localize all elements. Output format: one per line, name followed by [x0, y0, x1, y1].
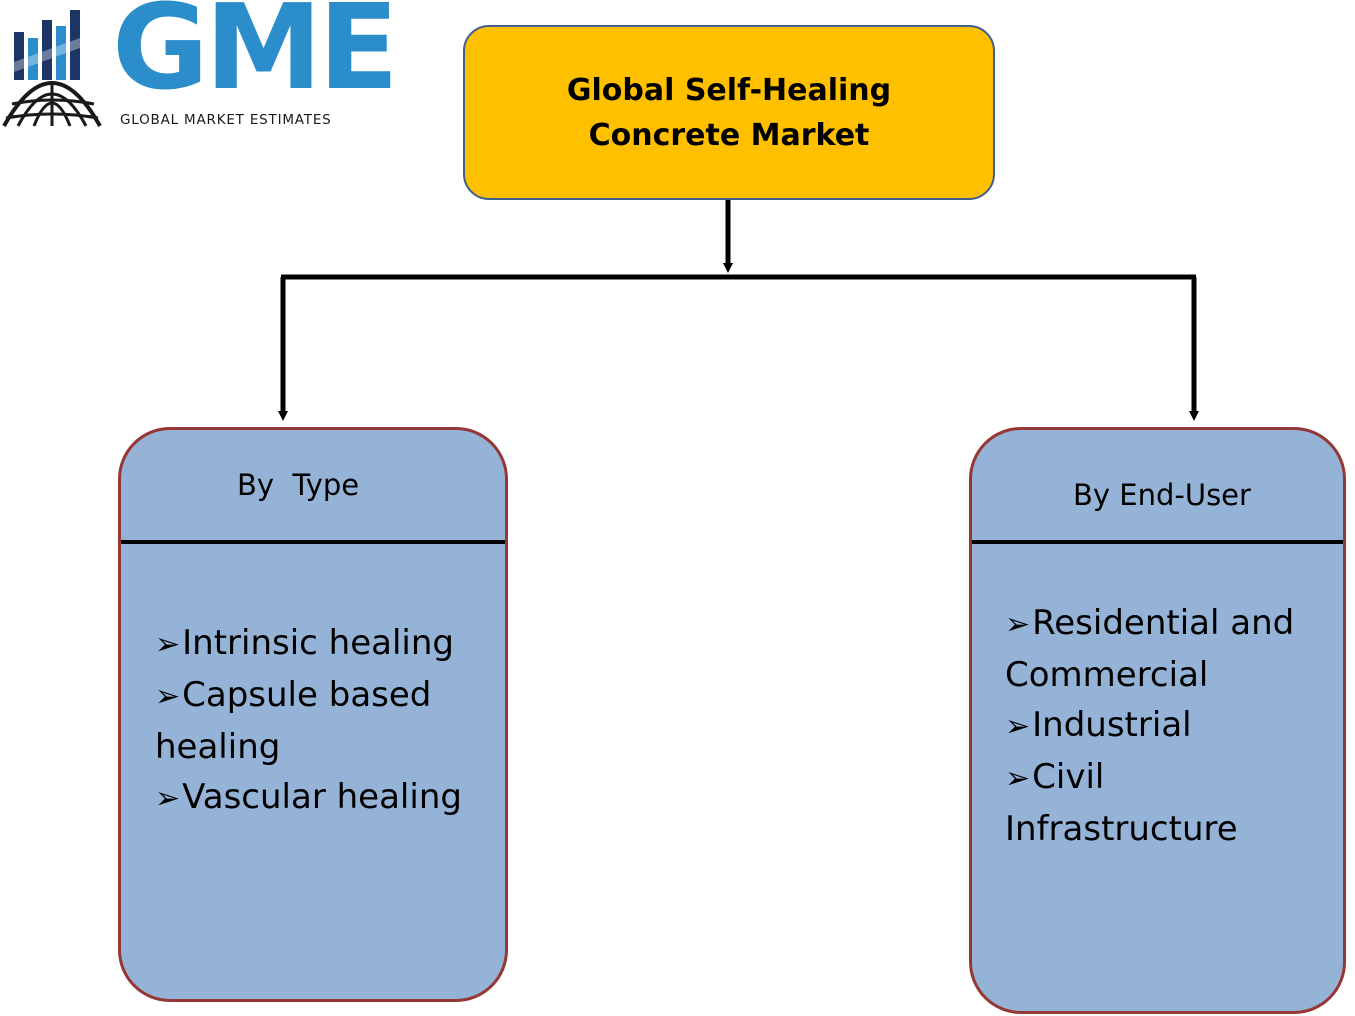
- list-item: ➢Capsule based healing: [155, 675, 432, 767]
- arrowhead-bullet-icon: ➢: [155, 679, 181, 714]
- branch-items: ➢Intrinsic healing ➢Capsule based healin…: [155, 618, 500, 824]
- branch-title: By End-User: [1073, 478, 1251, 512]
- branch-header: By End-User: [972, 430, 1343, 544]
- branch-by-end-user: By End-User ➢Residential and Commercial …: [969, 427, 1346, 1014]
- arrowhead-bullet-icon: ➢: [1005, 761, 1031, 796]
- logo-tagline: GLOBAL MARKET ESTIMATES: [120, 112, 332, 128]
- branch-items: ➢Residential and Commercial ➢Industrial …: [1005, 598, 1340, 854]
- branch-title: By Type: [237, 468, 360, 502]
- branch-by-type: By Type ➢Intrinsic healing ➢Capsule base…: [118, 427, 508, 1002]
- root-title: Global Self-Healing Concrete Market: [566, 72, 892, 153]
- list-item: ➢Residential and Commercial: [1005, 603, 1295, 695]
- globe-bars-icon: [2, 10, 102, 127]
- arrowhead-bullet-icon: ➢: [155, 781, 181, 816]
- gme-logo: GME GLOBAL MARKET ESTIMATES: [0, 0, 399, 140]
- branch-header: By Type: [121, 430, 505, 544]
- list-item: ➢Civil Infrastructure: [1005, 757, 1238, 849]
- list-item: ➢Industrial: [1005, 705, 1192, 745]
- root-node: Global Self-Healing Concrete Market: [463, 25, 995, 200]
- arrowhead-bullet-icon: ➢: [1005, 709, 1031, 744]
- arrowhead-bullet-icon: ➢: [155, 627, 181, 662]
- logo-letters: GME: [112, 0, 399, 116]
- list-item: ➢Vascular healing: [155, 777, 462, 817]
- list-item: ➢Intrinsic healing: [155, 623, 455, 663]
- arrowhead-bullet-icon: ➢: [1005, 607, 1031, 642]
